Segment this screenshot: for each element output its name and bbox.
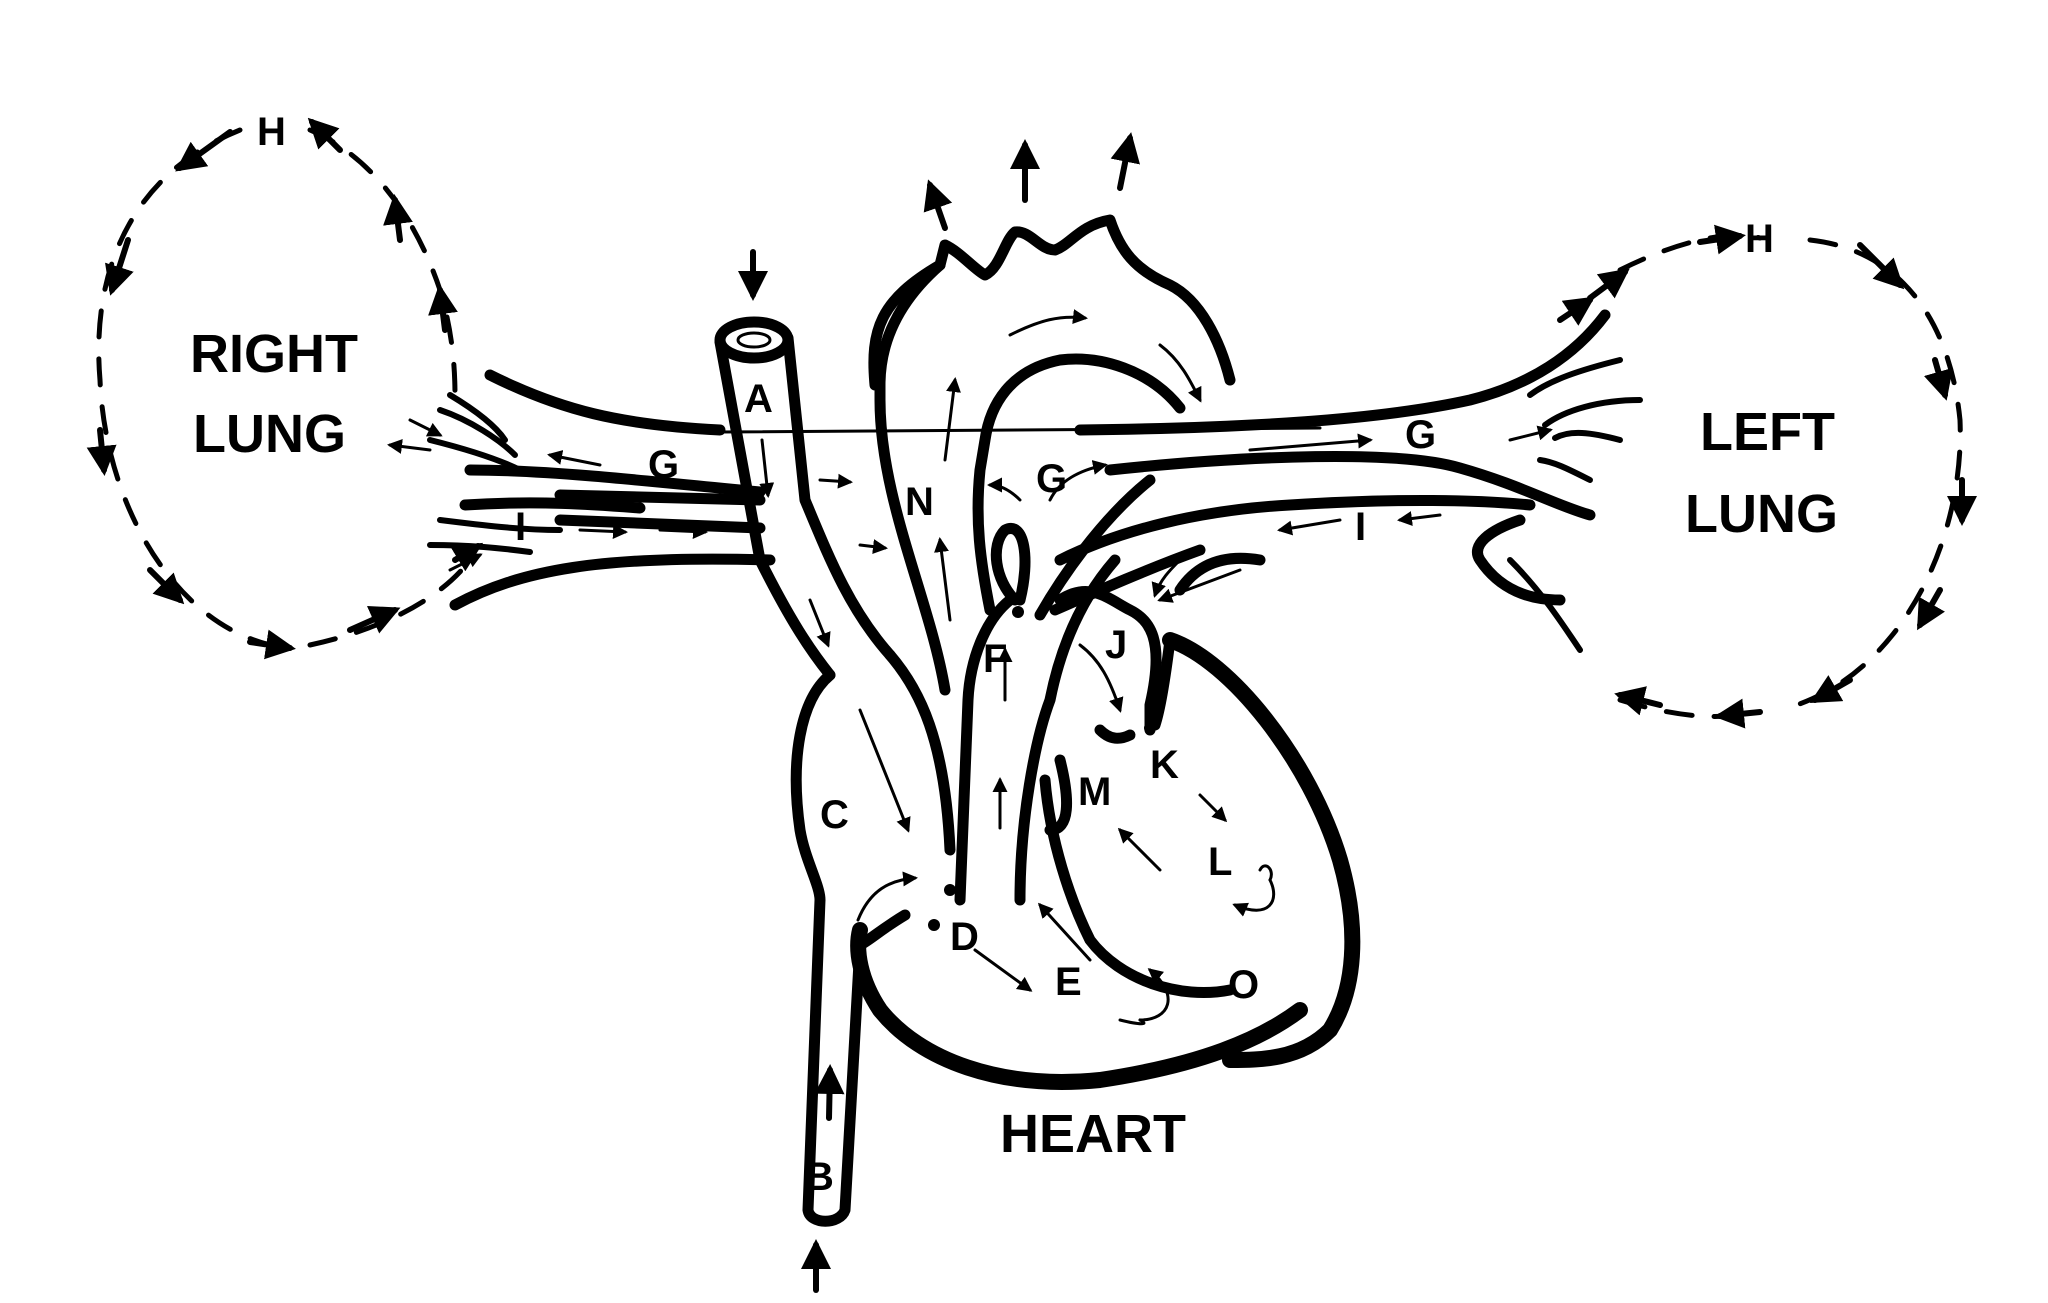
right-lung-label-line1: RIGHT	[190, 324, 358, 384]
label-i-left: I	[1355, 505, 1366, 549]
label-n: N	[905, 480, 934, 524]
left-lung-label-line2: LUNG	[1685, 484, 1838, 544]
label-f: F	[983, 637, 1007, 681]
label-h-left: H	[1745, 217, 1774, 261]
label-o: O	[1228, 963, 1259, 1007]
label-l: L	[1208, 840, 1232, 884]
label-m: M	[1078, 770, 1111, 814]
pulmonary-vessels	[427, 309, 1643, 653]
label-i-right: I	[515, 505, 526, 549]
heart-chambers	[850, 552, 1361, 1090]
label-g-center: G	[1036, 457, 1067, 501]
label-c: C	[820, 793, 849, 837]
right-lung-circulation-loop	[86, 117, 484, 660]
label-g-left: G	[1405, 413, 1436, 457]
vessel-flow-arrows	[387, 418, 1553, 603]
superior-vena-cava	[714, 249, 896, 681]
diagram-labels: RIGHT LUNG LEFT LUNG HEART A B C D E F G…	[190, 110, 1838, 1199]
heart-label: HEART	[1000, 1104, 1186, 1164]
label-k: K	[1150, 743, 1179, 787]
label-g-right: G	[648, 443, 679, 487]
label-d: D	[950, 915, 979, 959]
label-h-right: H	[257, 110, 286, 154]
label-a: A	[744, 377, 773, 421]
label-j: J	[1105, 623, 1127, 667]
aorta	[868, 132, 1236, 696]
label-b: B	[805, 1155, 834, 1199]
right-lung-label-line2: LUNG	[193, 404, 346, 464]
left-lung-circulation-loop	[1557, 224, 1977, 729]
label-e: E	[1055, 960, 1082, 1004]
left-lung-label-line1: LEFT	[1700, 402, 1835, 462]
pulmonary-trunk	[954, 460, 1156, 906]
